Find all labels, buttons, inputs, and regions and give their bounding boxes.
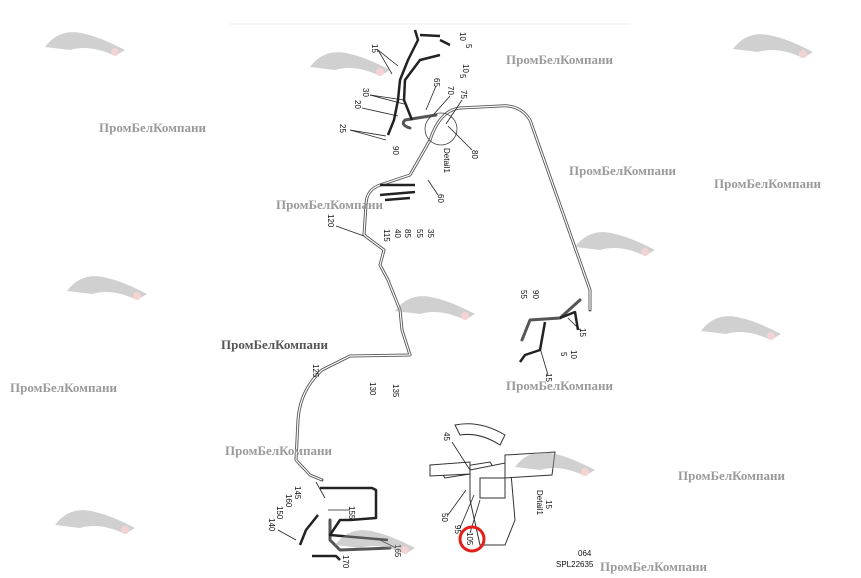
- callout-label: 30: [361, 88, 370, 97]
- watermark-text: ПромБелКомпани: [225, 443, 332, 458]
- callout-label: 20: [353, 100, 362, 109]
- watermark-text: ПромБелКомпани: [714, 176, 821, 191]
- callout-label: 25: [338, 124, 347, 133]
- callout-label: 135: [391, 384, 400, 398]
- watermark-text: ПромБелКомпани: [221, 337, 328, 352]
- callout-label: 95: [453, 525, 462, 534]
- highlight-circle: [458, 525, 486, 553]
- callout-label: 60: [436, 194, 445, 203]
- detail1-circle: [424, 112, 458, 146]
- callout-label: 145: [293, 486, 302, 500]
- callout-label: 10: [569, 350, 578, 359]
- detail-ref: 15: [544, 500, 553, 509]
- watermark-logo-icon: [701, 316, 781, 340]
- callout-label: 170: [341, 555, 350, 569]
- detail1-label-lower: Detail1: [535, 490, 544, 515]
- detail1-label: Detail1: [442, 148, 451, 173]
- watermark-text: ПромБелКомпани: [569, 163, 676, 178]
- callout-label: 75: [459, 90, 468, 99]
- callout-label-highlighted: 105: [465, 532, 474, 546]
- watermark-text: ПромБелКомпани: [506, 52, 613, 67]
- watermark-logo-icon: [335, 530, 415, 554]
- watermark-text: ПромБелКомпани: [600, 559, 707, 574]
- watermark-text: ПромБелКомпани: [678, 468, 785, 483]
- callout-label: 10: [458, 32, 467, 41]
- callout-label: 15: [544, 373, 553, 382]
- watermark-text: ПромБелКомпани: [276, 197, 383, 212]
- callout-label: 150: [275, 506, 284, 520]
- callout-label: 120: [326, 214, 335, 228]
- callout-label: 40: [393, 229, 402, 238]
- callout-label: 10: [461, 64, 470, 73]
- watermark-logo-icon: [515, 452, 595, 476]
- callout-label: 155: [347, 506, 356, 520]
- callout-label: 55: [415, 229, 424, 238]
- watermark-logo-icon: [67, 276, 147, 300]
- watermark-text: ПромБелКомпани: [506, 378, 613, 393]
- callout-label: 5: [458, 74, 467, 79]
- watermark-text: ПромБелКомпани: [99, 120, 206, 135]
- callout-leaders: [277, 49, 581, 549]
- callout-label: 5: [464, 44, 473, 49]
- callout-label: 165: [393, 544, 402, 558]
- callout-label: 55: [519, 290, 528, 299]
- watermark-logo-icon: [733, 34, 813, 58]
- callout-label: 130: [368, 382, 377, 396]
- callout-label: 140: [267, 518, 276, 532]
- page-number: 064: [578, 549, 592, 558]
- callout-label: 50: [440, 513, 449, 522]
- callout-label: 90: [391, 146, 400, 155]
- callout-label: 5: [559, 352, 568, 357]
- detail1-valve-block: [429, 423, 556, 546]
- watermark-logo-icon: [55, 510, 135, 534]
- callout-labels: 15 10 5 10 5 30 20 25 90 65 70 75 80 60 …: [267, 32, 594, 569]
- callout-label: 80: [470, 150, 479, 159]
- callout-label: 90: [531, 290, 540, 299]
- drawing-id: SPL22635: [556, 560, 594, 569]
- watermark-logo-icon: [575, 232, 655, 256]
- callout-label: 125: [311, 364, 320, 378]
- callout-label: 15: [370, 44, 379, 53]
- callout-label: 65: [432, 78, 441, 87]
- watermark-logo-icon: [310, 52, 390, 76]
- watermark-text: ПромБелКомпани: [10, 380, 117, 395]
- callout-label: 15: [578, 328, 587, 337]
- callout-label: 45: [442, 432, 451, 441]
- callout-label: 85: [403, 229, 412, 238]
- callout-label: 115: [382, 229, 391, 242]
- watermark-logo-icon: [45, 32, 125, 56]
- callout-label: 35: [426, 229, 435, 238]
- callout-label: 160: [284, 494, 293, 508]
- watermark-logo-icon: [395, 296, 475, 320]
- pipe-routing: [294, 104, 592, 552]
- callout-label: 70: [446, 86, 455, 95]
- hose-lines: [298, 29, 580, 561]
